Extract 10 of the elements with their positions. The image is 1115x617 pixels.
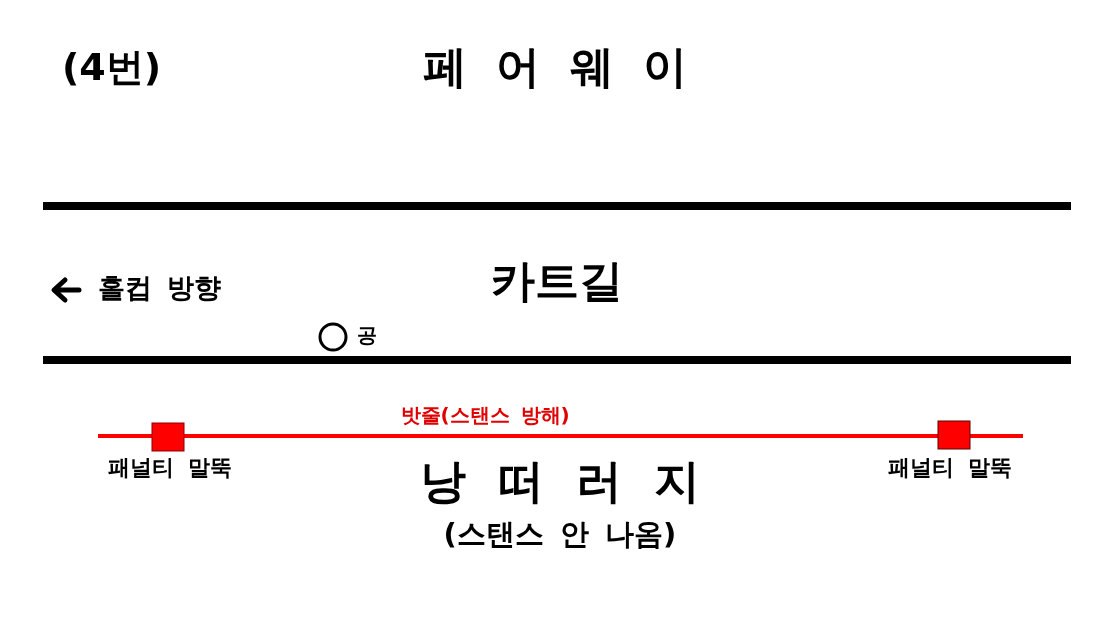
- figure-number: (4번): [62, 46, 162, 90]
- stake-label: 패널티 말뚝: [888, 455, 1012, 481]
- stake-label: 패널티 말뚝: [108, 455, 232, 481]
- area-label: 카트길: [491, 256, 623, 307]
- rope-label: 밧줄(스탠스 방해): [400, 404, 570, 427]
- area-label: 낭 떠 러 지: [420, 455, 701, 508]
- area-label: 페 어 웨 이: [423, 42, 687, 93]
- area-note: (스탠스 안 나옴): [443, 518, 677, 552]
- direction-label: 홀컵 방향: [98, 272, 222, 304]
- ball-label: 공: [357, 324, 377, 347]
